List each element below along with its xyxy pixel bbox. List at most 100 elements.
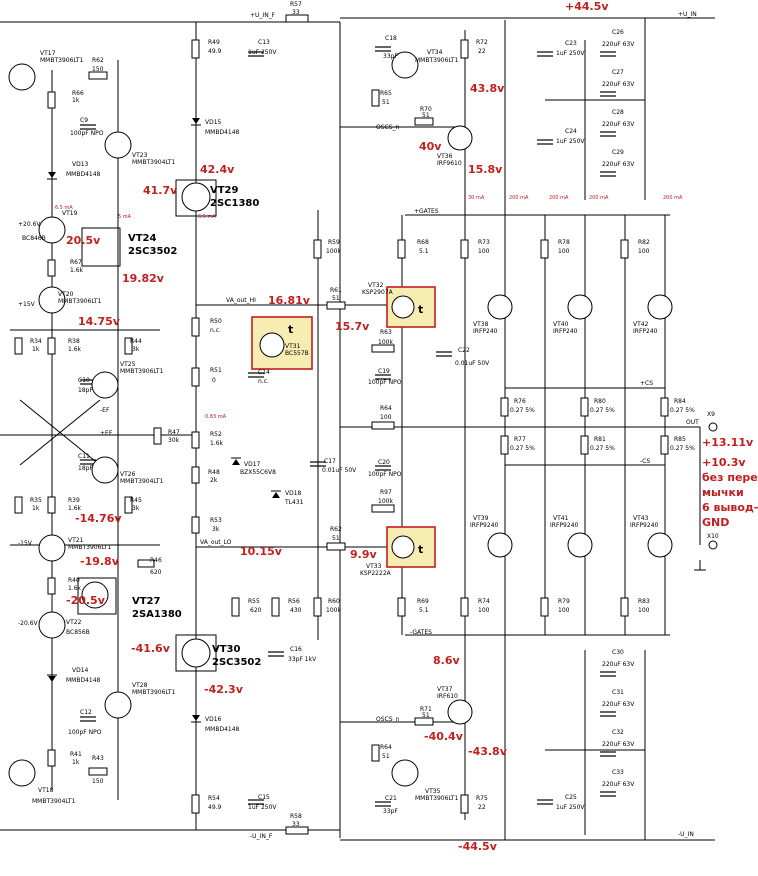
c12-ref: C12 xyxy=(80,709,92,716)
r67-value: 1.6k xyxy=(70,267,84,274)
x10-ref: X10 xyxy=(707,533,719,540)
r45-value: 3k xyxy=(132,505,140,512)
vt25-part: MMBT3906LT1 xyxy=(120,368,164,375)
vd15-ref: VD15 xyxy=(205,119,222,126)
r62b-value: 51 xyxy=(332,535,340,542)
rail-pos-uinf: +U_IN_F xyxy=(250,12,276,19)
c20-ref: C20 xyxy=(378,459,390,466)
vt26-part: MMBT3904LT1 xyxy=(120,478,164,485)
r41-ref: R41 xyxy=(70,751,82,758)
r52-value: 1.6k xyxy=(210,440,224,447)
c10-value: 18pF xyxy=(78,387,93,394)
rail-neg-uinf: -U_IN_F xyxy=(250,833,273,840)
r66-ref: R66 xyxy=(72,90,84,97)
vt20-part: MMBT3906LT1 xyxy=(58,298,102,305)
c27-value: 220uF 63V xyxy=(602,81,635,88)
r76-value: 0.27 5% xyxy=(510,407,535,414)
r57-value: 33 xyxy=(292,9,300,16)
vt21-ref: VT21 xyxy=(68,537,84,544)
current-200ma-d: 200 mA xyxy=(663,195,683,201)
vt38-ref: VT38 xyxy=(473,321,489,328)
r77-ref: R77 xyxy=(514,436,526,443)
r62-ref: R62 xyxy=(92,57,104,64)
r61-value: 51 xyxy=(332,295,340,302)
vt37-ref: VT37 xyxy=(437,686,453,693)
c23-ref: C23 xyxy=(565,40,577,47)
r58-ref: R58 xyxy=(290,813,302,820)
r63-ref: R63 xyxy=(380,329,392,336)
c16-value: 33pF 1kV xyxy=(288,656,317,663)
vt20-ref: VT20 xyxy=(58,291,74,298)
r65-ref: R65 xyxy=(380,90,392,97)
vd14-value: MMBD4148 xyxy=(66,677,101,684)
r52-ref: R52 xyxy=(210,431,222,438)
voltage-9-9: 9.9v xyxy=(350,548,377,561)
vd14-ref: VD14 xyxy=(72,667,89,674)
rail-pos-uin: +U_IN xyxy=(678,11,697,18)
r38-ref: R38 xyxy=(68,338,80,345)
vd18-value: TL431 xyxy=(284,499,304,506)
output-connector xyxy=(694,422,718,571)
r56-ref: R56 xyxy=(288,598,300,605)
r70-value: 51 xyxy=(422,112,430,119)
r97-value: 100k xyxy=(378,498,393,505)
voltage-neg-42-3: -42.3v xyxy=(204,683,244,696)
r67-ref: R67 xyxy=(70,259,82,266)
svg-text:t: t xyxy=(418,543,423,556)
net-cs-pos: +CS xyxy=(640,380,653,387)
voltage-10-15: 10.15v xyxy=(240,545,283,558)
voltage-neg-43-8: -43.8v xyxy=(468,745,508,758)
vt27-part: 2SA1380 xyxy=(132,609,182,620)
r44-value: 3k xyxy=(132,346,140,353)
r69-value: 5.1 xyxy=(419,607,429,614)
current-30ma: 30 mA xyxy=(468,195,485,201)
r64b-value: 51 xyxy=(382,753,390,760)
r72-ref: R72 xyxy=(476,39,488,46)
c13-value: 1uF 250V xyxy=(248,49,277,56)
r61-ref: R61 xyxy=(330,287,342,294)
note-line-4: GND xyxy=(702,516,729,529)
voltage-neg-14-76: -14.76v xyxy=(75,512,122,525)
r68-value: 5.1 xyxy=(419,248,429,255)
c26-value: 220uF 63V xyxy=(602,41,635,48)
net-15v-neg: -15V xyxy=(18,540,33,547)
r80-ref: R80 xyxy=(594,398,606,405)
r64b-ref: R64 xyxy=(380,744,392,751)
r53-value: 3k xyxy=(212,526,220,533)
voltage-neg-19-8: -19.8v xyxy=(80,555,120,568)
r60-ref: R60 xyxy=(328,598,340,605)
c25-ref: C25 xyxy=(565,794,577,801)
vt23-part: MMBT3904LT1 xyxy=(132,159,176,166)
c15-value: 1uF 250V xyxy=(248,804,277,811)
r81-ref: R81 xyxy=(594,436,606,443)
r83-value: 100 xyxy=(638,607,650,614)
svg-text:t: t xyxy=(418,303,423,316)
vt22-part: BC856B xyxy=(66,629,90,636)
r78-value: 100 xyxy=(558,248,570,255)
r75-value: 22 xyxy=(478,804,486,811)
vd18-ref: VD18 xyxy=(285,490,302,497)
r59-value: 100k xyxy=(326,248,341,255)
net-206v-neg: -20.6V xyxy=(18,620,39,627)
voltage-40: 40v xyxy=(419,140,442,153)
c18-value: 33pF xyxy=(383,53,398,60)
r71-ref: R71 xyxy=(420,706,432,713)
current-6-6ma: 6.6 mA xyxy=(198,214,216,220)
vt37-part: IRF610 xyxy=(437,693,458,700)
rail-neg-uin: -U_IN xyxy=(678,831,694,838)
c23-value: 1uF 250V xyxy=(556,50,585,57)
wire-net xyxy=(0,17,715,841)
voltage-41-7: 41.7v xyxy=(143,184,178,197)
vd13-ref: VD13 xyxy=(72,161,89,168)
vt40-ref: VT40 xyxy=(553,321,569,328)
vt19-part: BC846B xyxy=(22,235,46,242)
vt35-part: MMBT3906LT1 xyxy=(415,795,459,802)
vt33-ref: VT33 xyxy=(366,563,382,570)
c17-value: 0.01uF 50V xyxy=(322,467,357,474)
r97-ref: R97 xyxy=(380,489,392,496)
vt42-part: IRFP240 xyxy=(633,328,658,335)
c30-value: 220uF 63V xyxy=(602,661,635,668)
c20-value: 100pF NPO xyxy=(368,471,402,478)
net-gates-pos: +GATES xyxy=(414,208,439,215)
package-outline xyxy=(77,179,217,672)
